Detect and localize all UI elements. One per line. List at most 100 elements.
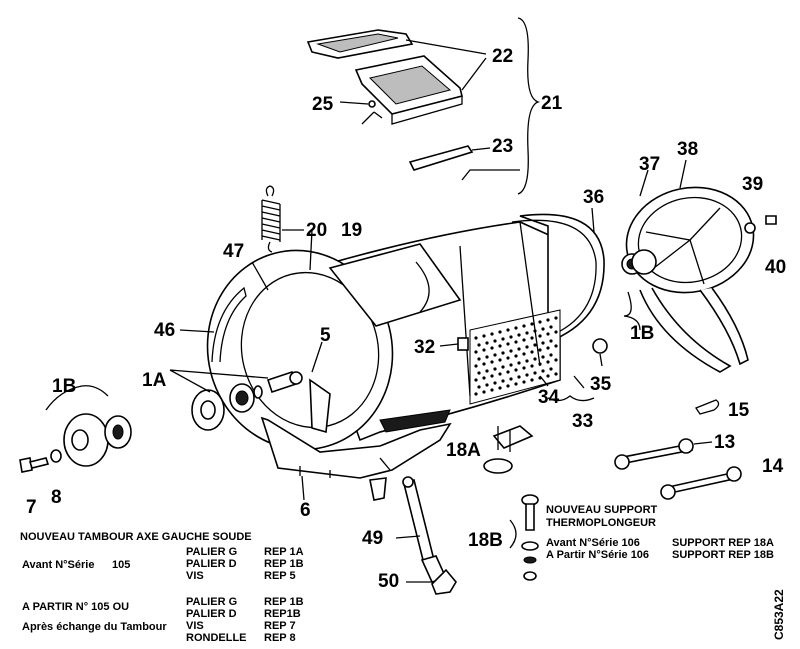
perforation-dot — [522, 380, 526, 384]
label-23: 23 — [492, 136, 513, 157]
perforation-dot — [498, 386, 502, 390]
part-14-rod — [660, 466, 742, 500]
list2-item-4: RONDELLE — [186, 632, 247, 644]
list1-item-1: PALIER G — [186, 546, 238, 558]
perforation-dot — [498, 330, 502, 334]
perforation-dot — [506, 370, 510, 374]
perforation-dot — [549, 367, 553, 371]
perforation-dot — [490, 360, 494, 364]
perforation-dot — [538, 320, 542, 324]
label-15: 15 — [728, 400, 750, 421]
label-13: 13 — [714, 432, 735, 453]
perforation-dot — [514, 368, 518, 372]
label-1B-left: 1B — [52, 376, 76, 397]
avant-serie-num: 105 — [112, 559, 131, 571]
part-25-screw — [339, 100, 383, 125]
list2-item-2: PALIER D — [186, 608, 237, 620]
perforation-dot — [541, 327, 545, 331]
part-20-spring — [261, 185, 304, 253]
perforation-dot — [517, 361, 521, 365]
label-39: 39 — [742, 174, 763, 195]
perforation-dot — [530, 350, 534, 354]
perforation-dot — [517, 375, 521, 379]
part-39-washer — [744, 222, 756, 234]
perforation-dot — [498, 372, 502, 376]
drawing-code: C853A22 — [772, 589, 786, 640]
perforation-dot — [541, 341, 545, 345]
perforation-dot — [525, 373, 529, 377]
perforation-dot — [493, 367, 497, 371]
perforation-dot — [501, 379, 505, 383]
label-36: 36 — [583, 187, 604, 208]
perforation-dot — [501, 365, 505, 369]
perforation-dot — [538, 334, 542, 338]
perforation-dot — [485, 355, 489, 359]
perforation-dot — [554, 330, 558, 334]
label-46: 46 — [154, 320, 175, 341]
perforation-dot — [490, 388, 494, 392]
part-22-cover — [306, 29, 463, 125]
perforation-dot — [525, 331, 529, 335]
label-34: 34 — [538, 387, 560, 408]
perforation-dot — [522, 352, 526, 356]
perforation-dot — [530, 364, 534, 368]
list2-item-1: PALIER G — [186, 596, 238, 608]
perforation-dot — [514, 326, 518, 330]
perforation-dot — [490, 332, 494, 336]
perforation-dot — [549, 325, 553, 329]
perforation-dot — [509, 349, 513, 353]
part-49-damper — [402, 476, 448, 583]
perforation-dot — [474, 364, 478, 368]
perforation-dot — [493, 353, 497, 357]
perforation-dot — [538, 348, 542, 352]
perforation-dot — [506, 384, 510, 388]
perforation-dot — [493, 381, 497, 385]
a-partir: A PARTIR N° 105 OU — [22, 601, 130, 613]
perforation-dot — [493, 339, 497, 343]
refs2-item-4: REP 8 — [264, 632, 296, 644]
perforation-dot — [477, 343, 481, 347]
label-1A: 1A — [142, 370, 167, 391]
apres-echange: Après échange du Tambour — [22, 621, 167, 633]
perforation-dot — [490, 346, 494, 350]
perforation-dot — [477, 385, 481, 389]
perforation-dot — [554, 316, 558, 320]
part-1B-bearing-left — [45, 385, 132, 467]
part-18A-support — [483, 425, 534, 474]
perforation-dot — [501, 337, 505, 341]
perforation-dot — [546, 346, 550, 350]
perforation-dot — [514, 340, 518, 344]
part-1A-bearing — [169, 369, 269, 431]
refs2-item-1: REP 1B — [264, 596, 304, 608]
part-8-washer — [50, 449, 62, 463]
perforation-dot — [533, 371, 537, 375]
part-37-hub — [621, 249, 657, 275]
perforation-dot — [530, 378, 534, 382]
part-50-bracket — [431, 568, 457, 595]
perforation-dot — [541, 355, 545, 359]
label-25: 25 — [312, 94, 334, 115]
part-38-pulley-belt — [625, 186, 755, 373]
part-13-rod — [614, 438, 713, 470]
perforation-dot — [482, 348, 486, 352]
perforation-dot — [501, 351, 505, 355]
avant-serie: Avant N°Série — [22, 559, 95, 571]
perforation-dot — [474, 336, 478, 340]
label-50: 50 — [378, 571, 399, 592]
perforation-dot — [474, 392, 478, 396]
part-23-strip — [408, 145, 491, 171]
perforation-dot — [477, 371, 481, 375]
label-40: 40 — [765, 257, 786, 278]
perforation-dot — [533, 343, 537, 347]
right-title-2: THERMOPLONGEUR — [546, 517, 656, 529]
perforation-dot — [546, 318, 550, 322]
part-32-clip — [457, 337, 469, 351]
perforation-dot — [485, 383, 489, 387]
label-8: 8 — [51, 487, 62, 508]
label-32: 32 — [414, 337, 435, 358]
perforation-dot — [549, 353, 553, 357]
perforation-dot — [485, 369, 489, 373]
perforation-dot — [509, 335, 513, 339]
perforation-dot — [517, 347, 521, 351]
